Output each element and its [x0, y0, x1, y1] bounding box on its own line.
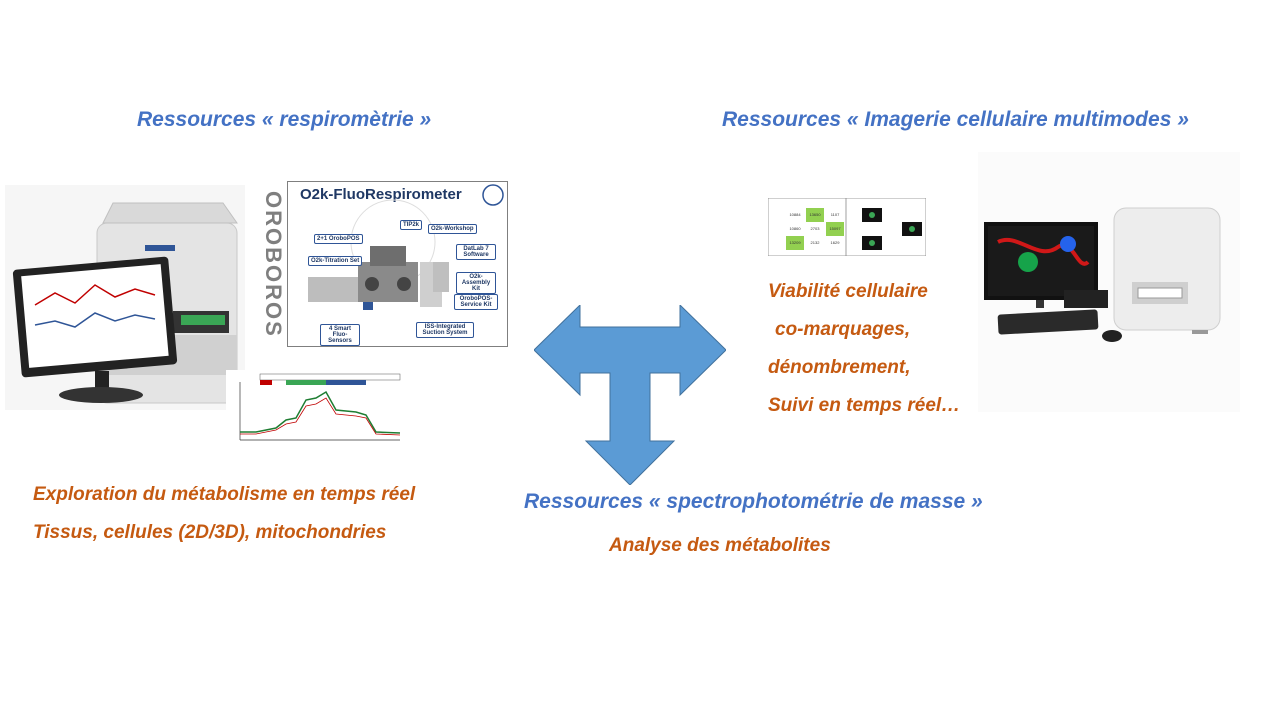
o2k-label-titration: O2k-Titration Set — [308, 256, 363, 266]
o2k-label-assembly: O2k-Assembly Kit — [456, 272, 496, 294]
imaging-line-3: dénombrement, — [768, 357, 911, 378]
o2k-label-datlab: DatLab 7 Software — [456, 244, 496, 260]
plate-cell-b3: 15097 — [829, 226, 841, 231]
o2k-label-workshop: O2k-Workshop — [428, 224, 477, 234]
oroboros-brand: OROBOROS — [261, 191, 286, 338]
plate-cell-b1: 10860 — [789, 226, 801, 231]
o2k-label-orobopos: 2+1 OroboPOS — [314, 234, 363, 244]
plate-cell-c2: 2132 — [810, 240, 820, 245]
three-way-arrow — [534, 305, 726, 485]
respirometry-title: Ressources « respiromètrie » — [137, 108, 432, 131]
imaging-line-2: co-marquages, — [775, 319, 911, 340]
imaging-line-4: Suivi en temps réel… — [768, 395, 961, 416]
o2k-instrument-drawing — [308, 184, 504, 310]
plate-cell-c1: 13209 — [789, 240, 801, 245]
plate-map-image — [768, 198, 926, 256]
plate-cell-b2: 2703 — [810, 226, 820, 231]
plate-cell-a2: 13650 — [809, 212, 821, 217]
plate-cell-a1: 10884 — [789, 212, 801, 217]
seahorse-analyzer-image — [5, 185, 245, 410]
plate-cell-a3: 1107 — [830, 212, 840, 217]
plate-cell-c3: 1629 — [830, 240, 840, 245]
o2k-label-service: OroboPOS-Service Kit — [454, 294, 498, 310]
respirometry-trace-image — [226, 370, 402, 455]
mass-spec-line-1: Analyse des métabolites — [609, 535, 831, 556]
o2k-label-suction: ISS-Integrated Suction System — [416, 322, 474, 338]
o2k-label-tip2k: TIP2k — [400, 220, 423, 230]
imaging-title: Ressources « Imagerie cellulaire multimo… — [722, 108, 1189, 131]
o2k-label-sensors: 4 Smart Fluo-Sensors — [320, 324, 360, 346]
mass-spec-title: Ressources « spectrophotométrie de masse… — [524, 490, 983, 513]
imaging-line-1: Viabilité cellulaire — [768, 281, 928, 302]
respirometry-line-1: Exploration du métabolisme en temps réel — [33, 484, 416, 505]
respirometry-line-2: Tissus, cellules (2D/3D), mitochondries — [33, 522, 387, 543]
o2k-title: O2k-FluoRespirometer — [300, 186, 462, 203]
imaging-workstation-image — [978, 152, 1240, 412]
o2k-fluorespirometer-image: O2k-FluoRespirometer TIP2k 2+1 OroboPOS … — [287, 181, 508, 347]
